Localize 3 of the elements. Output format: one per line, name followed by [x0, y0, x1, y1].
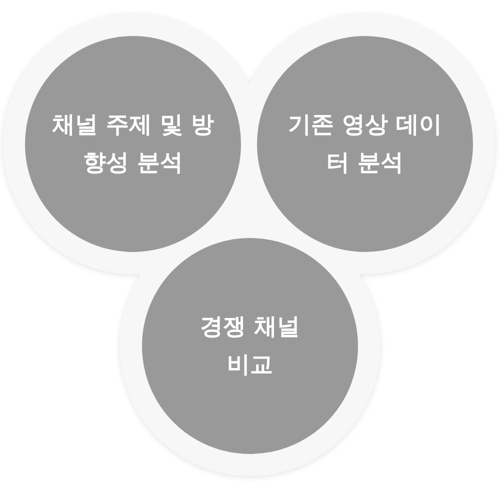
circle-label: 채널 주제 및 방향성 분석 — [50, 111, 216, 178]
circle-label: 경쟁 채널 비교 — [198, 313, 301, 380]
circle-label: 기존 영상 데이터 분석 — [286, 111, 443, 178]
